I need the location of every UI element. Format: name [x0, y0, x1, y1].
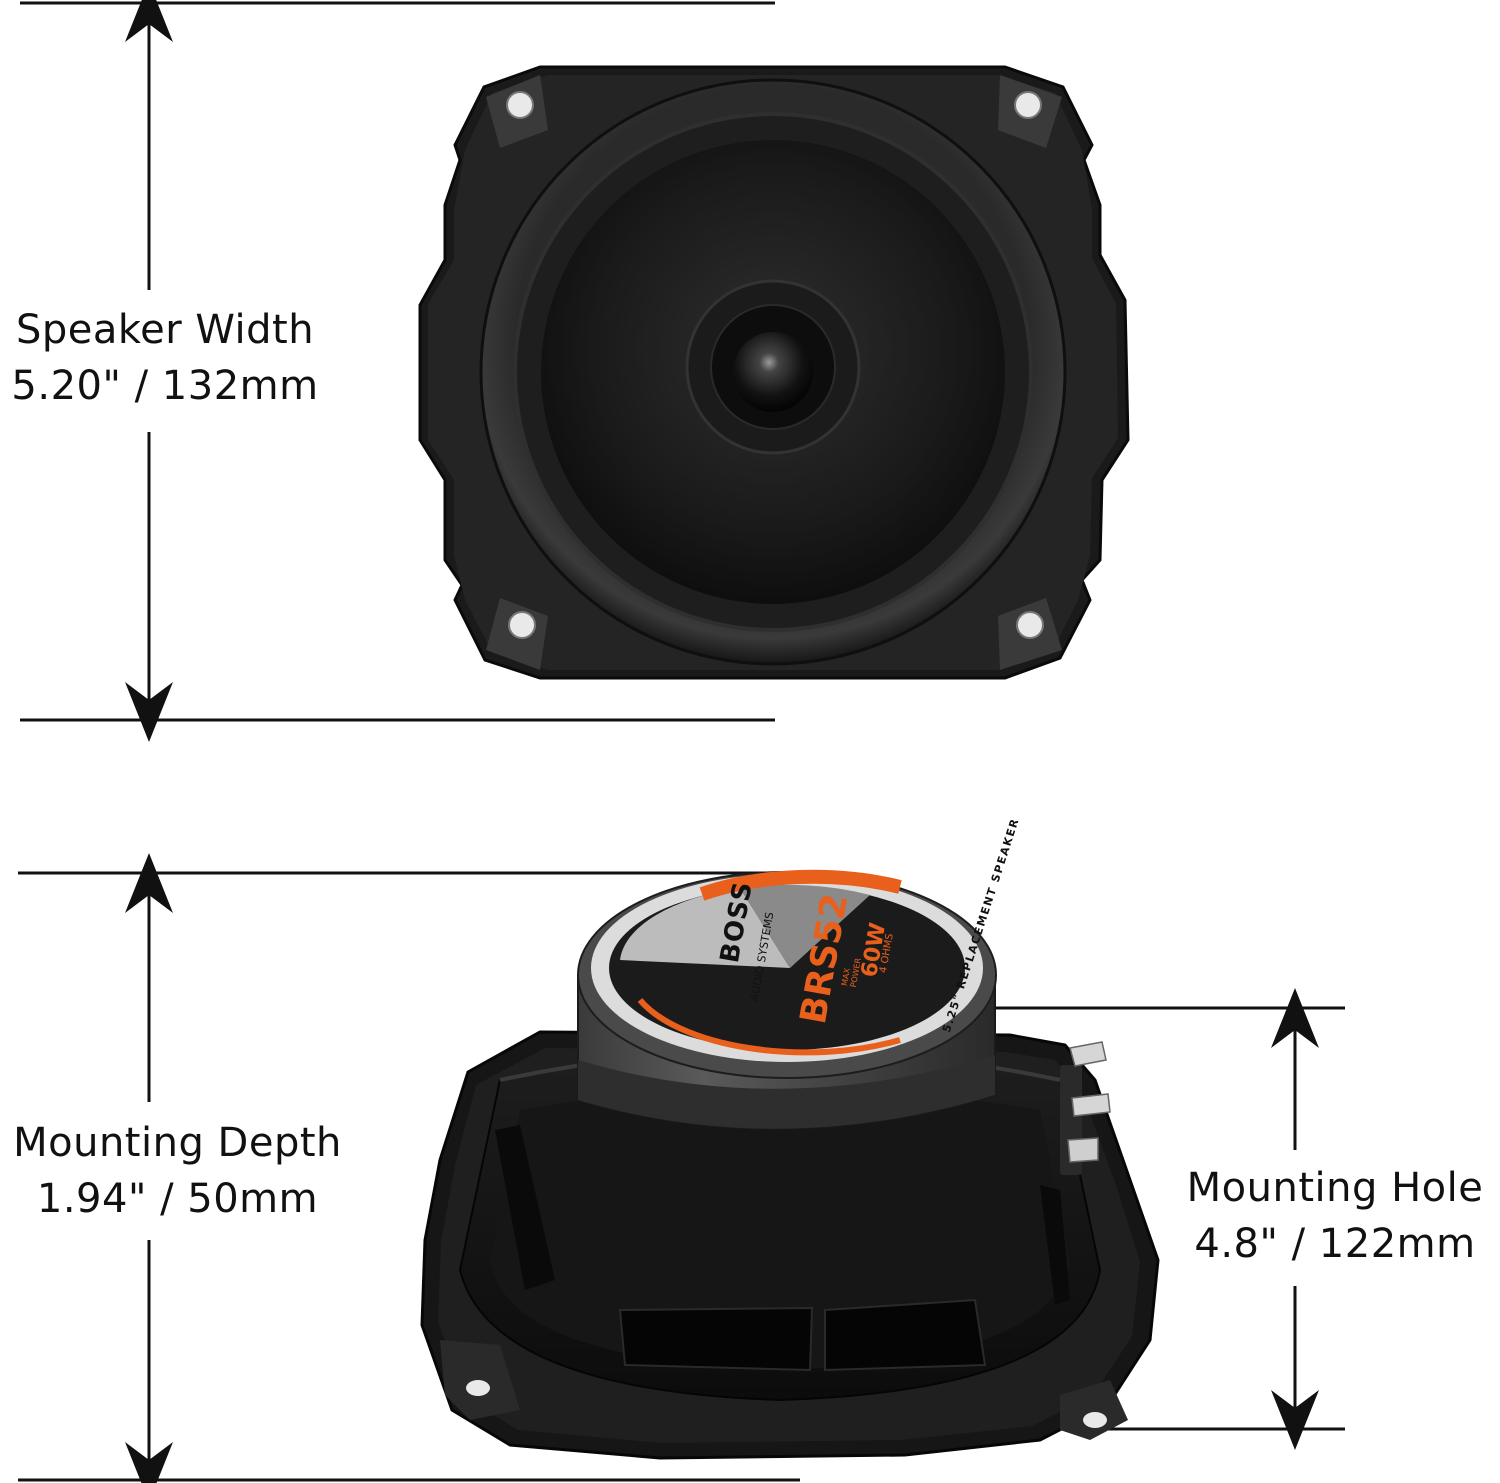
mounting-hole-title: Mounting Hole [1186, 1165, 1484, 1211]
mounting-hole-br [998, 598, 1062, 670]
mounting-depth-dimension [18, 853, 800, 1483]
speaker-width-value: 5.20" / 132mm [11, 363, 319, 409]
mounting-hole-bl [486, 598, 548, 670]
mounting-depth-label: Mounting Depth 1.94" / 50mm [0, 1115, 355, 1227]
speaker-width-label: Speaker Width 5.20" / 132mm [0, 302, 330, 414]
mounting-hole-value: 4.8" / 122mm [1194, 1221, 1476, 1267]
speaker-width-dimension [20, 0, 775, 742]
mounting-hole-tl [486, 75, 548, 148]
mounting-depth-title: Mounting Depth [13, 1120, 342, 1166]
mounting-hole-label: Mounting Hole 4.8" / 122mm [1172, 1160, 1498, 1272]
mounting-hole-tr [998, 75, 1062, 148]
speaker-front-view [418, 65, 1130, 680]
mounting-depth-value: 1.94" / 50mm [36, 1176, 319, 1222]
speaker-terminals [1060, 1041, 1111, 1175]
product-label [609, 869, 965, 1056]
speaker-width-title: Speaker Width [15, 307, 315, 353]
speaker-back-view [420, 869, 1160, 1460]
